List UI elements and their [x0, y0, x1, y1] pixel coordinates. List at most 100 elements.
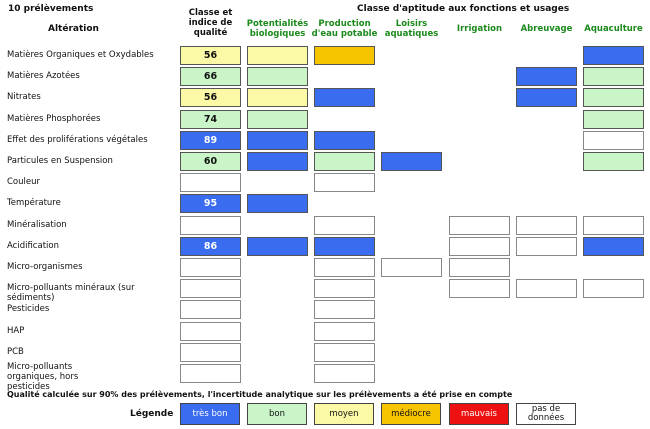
legend-item-pas-de-donnees: pas de données	[516, 403, 576, 425]
legend-item-moyen: moyen	[314, 403, 374, 425]
legend-item-tres-bon: très bon	[180, 403, 240, 425]
column-header-2: Potentialités biologiques	[246, 19, 309, 39]
legend-item-label: médiocre	[391, 408, 431, 419]
aptitude-cell	[314, 279, 375, 299]
row-label: Couleur	[7, 177, 40, 188]
row-label: Micro-polluants minéraux (sur sédiments)	[7, 283, 135, 304]
aptitude-cell	[247, 130, 308, 150]
aptitude-cell	[314, 88, 375, 108]
quality-index-cell: 89	[180, 130, 241, 150]
aptitude-cell	[381, 258, 442, 277]
row-label: Effet des proliférations végétales	[7, 134, 148, 145]
row-label: PCB	[7, 346, 24, 357]
quality-index-cell	[180, 258, 241, 277]
aptitude-cell	[314, 215, 375, 235]
legend-item-label: bon	[269, 408, 285, 419]
aptitude-cell	[583, 236, 644, 256]
row-label: Minéralisation	[7, 219, 67, 230]
aptitude-cell	[247, 194, 308, 214]
quality-index-cell: 66	[180, 67, 241, 87]
aptitude-cell	[314, 236, 375, 256]
quality-index-cell: 86	[180, 236, 241, 256]
row-label: Micro-organismes	[7, 262, 83, 272]
column-header-4: Loisirs aquatiques	[384, 19, 439, 39]
legend-item-label: pas de données	[527, 404, 565, 423]
quality-index-cell	[180, 300, 241, 320]
quality-index-cell: 74	[180, 109, 241, 129]
legend-item-mediocre: médiocre	[381, 403, 441, 425]
aptitude-cell	[583, 152, 644, 171]
aptitude-cell	[583, 215, 644, 235]
legend-label: Légende	[130, 409, 174, 419]
aptitude-cell	[247, 152, 308, 171]
quality-index-cell	[180, 321, 241, 341]
quality-index-cell	[180, 173, 241, 193]
aptitude-cell	[247, 67, 308, 87]
column-header-3: Production d'eau potable	[311, 19, 378, 39]
row-label: Matières Organiques et Oxydables	[7, 50, 154, 60]
aptitude-cell	[516, 236, 577, 256]
aptitude-cell	[449, 215, 510, 235]
aptitude-cell	[516, 215, 577, 235]
aptitude-cell	[314, 173, 375, 193]
aptitude-class-title: Classe d'aptitude aux fonctions et usage…	[357, 4, 570, 14]
aptitude-cell	[449, 236, 510, 256]
sample-count: 10 prélèvements	[8, 4, 94, 14]
aptitude-cell	[314, 46, 375, 65]
aptitude-cell	[583, 279, 644, 299]
aptitude-cell	[247, 46, 308, 65]
quality-index-cell	[180, 342, 241, 362]
column-header-6: Abreuvage	[520, 24, 573, 34]
cell-value: 95	[203, 198, 218, 210]
aptitude-cell	[247, 88, 308, 108]
row-label: Acidification	[7, 240, 59, 251]
cell-value: 56	[203, 50, 218, 61]
aptitude-cell	[583, 46, 644, 65]
row-label: Matières Phosphorées	[7, 113, 101, 124]
cell-value: 56	[203, 92, 218, 104]
aptitude-cell	[314, 300, 375, 320]
aptitude-cell	[314, 130, 375, 150]
row-label: Matières Azotées	[7, 71, 80, 82]
quality-index-cell: 56	[180, 46, 241, 65]
legend-item-mauvais: mauvais	[449, 403, 509, 425]
quality-index-cell: 95	[180, 194, 241, 214]
legend-item-label: moyen	[329, 408, 359, 419]
quality-index-cell	[180, 364, 241, 383]
aptitude-cell	[314, 342, 375, 362]
cell-value: 74	[203, 113, 218, 125]
row-label: Particules en Suspension	[7, 156, 113, 166]
aptitude-cell	[314, 258, 375, 277]
row-label: Pesticides	[7, 304, 50, 315]
aptitude-cell	[516, 67, 577, 87]
aptitude-cell	[583, 67, 644, 87]
column-header-7: Aquaculture	[584, 24, 643, 34]
legend-item-label: très bon	[192, 408, 228, 419]
aptitude-cell	[516, 279, 577, 299]
cell-value: 89	[203, 134, 218, 146]
aptitude-cell	[314, 321, 375, 341]
aptitude-cell	[314, 152, 375, 171]
cell-value: 60	[203, 156, 218, 167]
aptitude-cell	[314, 364, 375, 383]
alteration-heading: Altération	[48, 24, 99, 34]
column-header-1: Classe et indice de qualité	[188, 8, 233, 38]
quality-index-cell: 56	[180, 88, 241, 108]
aptitude-cell	[583, 88, 644, 108]
aptitude-cell	[381, 152, 442, 171]
aptitude-cell	[583, 109, 644, 129]
row-label: Micro-polluants organiques, hors pestici…	[7, 362, 79, 392]
cell-value: 66	[203, 71, 218, 83]
aptitude-cell	[247, 109, 308, 129]
quality-index-cell	[180, 215, 241, 235]
legend-item-label: mauvais	[461, 408, 497, 419]
aptitude-cell	[516, 88, 577, 108]
aptitude-cell	[449, 279, 510, 299]
legend-item-bon: bon	[247, 403, 307, 425]
column-header-5: Irrigation	[456, 24, 503, 34]
aptitude-cell	[583, 130, 644, 150]
row-label: Nitrates	[7, 92, 41, 103]
row-label: HAP	[7, 325, 25, 336]
row-label: Température	[7, 198, 61, 209]
quality-index-cell	[180, 279, 241, 299]
